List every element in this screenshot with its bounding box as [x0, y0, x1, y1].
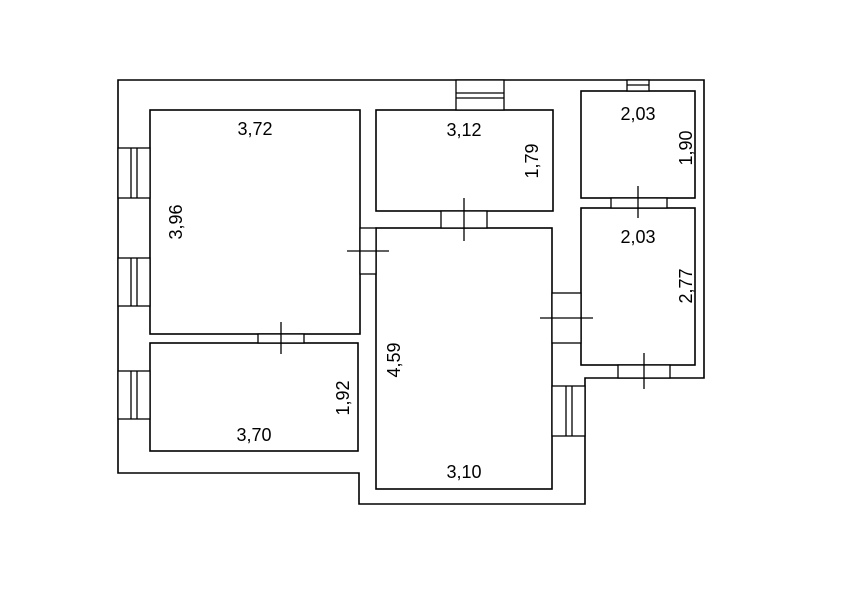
room-f-width: 3,70 [236, 425, 271, 445]
room-b-height: 1,79 [522, 143, 542, 178]
room-e-height: 4,59 [384, 342, 404, 377]
room-c-height: 1,90 [676, 130, 696, 165]
door-room-d-exterior [617, 353, 671, 389]
window-left-room-f [117, 370, 151, 420]
window-right-room-e [551, 385, 586, 437]
door-room-e-to-d [540, 292, 593, 344]
door-room-a-to-f [257, 322, 305, 354]
door-room-c-to-d [610, 186, 668, 218]
door-room-a-to-e [347, 227, 389, 275]
room-d-height: 2,77 [676, 268, 696, 303]
room-d-width: 2,03 [620, 227, 655, 247]
room-a-height: 3,96 [166, 204, 186, 239]
outer-wall [117, 79, 705, 505]
room-c-width: 2,03 [620, 104, 655, 124]
window-top-room-c [626, 79, 650, 92]
window-left-room-a-upper [117, 147, 151, 199]
room-a-outline [149, 109, 361, 335]
room-a-width: 3,72 [237, 119, 272, 139]
window-top-room-b [455, 79, 505, 111]
room-e-width: 3,10 [446, 462, 481, 482]
door-room-b-to-e [440, 198, 488, 241]
room-f-height: 1,92 [333, 380, 353, 415]
window-left-room-a-lower [117, 257, 151, 307]
room-b-width: 3,12 [446, 120, 481, 140]
